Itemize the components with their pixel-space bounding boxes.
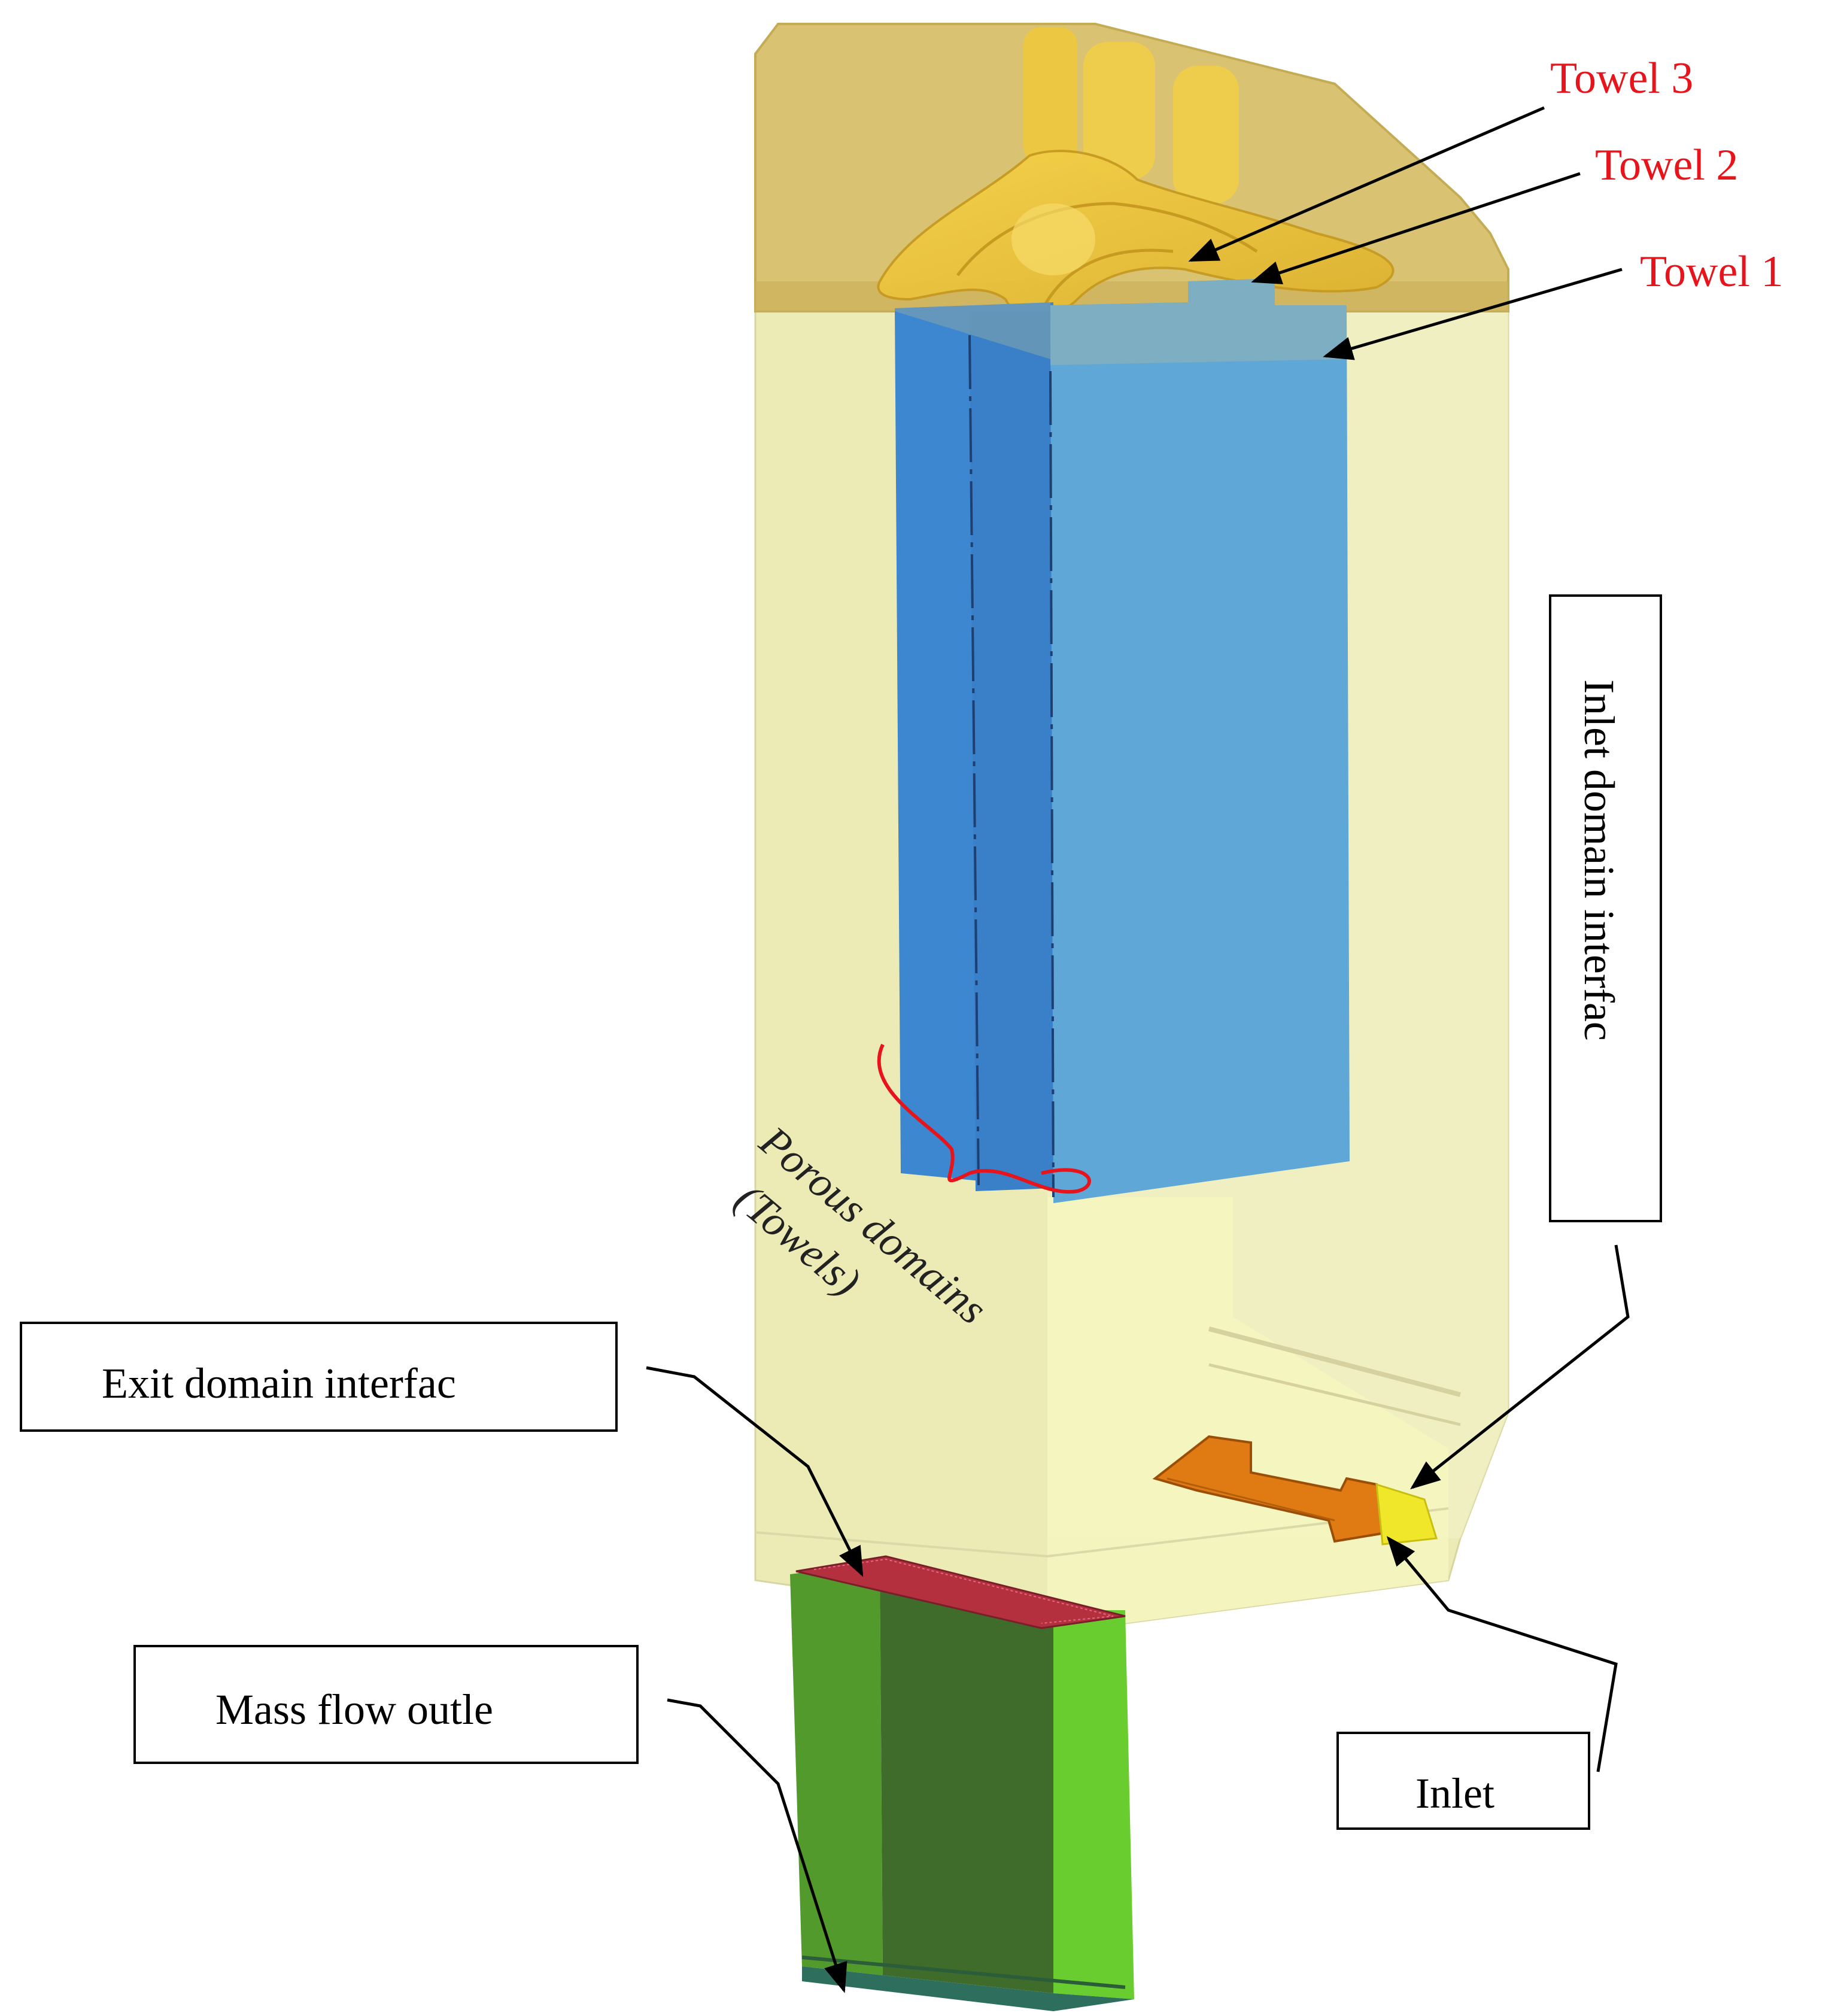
inlet-label: Inlet [1415, 1769, 1494, 1817]
towel3-arrow [1188, 106, 1545, 262]
leader-arrows [646, 106, 1630, 1993]
towel1-arrow [1323, 268, 1623, 360]
towel3-label: Towel 3 [1550, 54, 1693, 103]
towel1-label: Towel 1 [1640, 247, 1783, 296]
porous-domains [877, 278, 1350, 1203]
towel2-label: Towel 2 [1595, 141, 1738, 190]
inlet-interface-arrow [1410, 1244, 1630, 1490]
exit-interface-box [20, 1322, 618, 1432]
inlet-interface-label: Inlet domain interfac [1575, 679, 1623, 1041]
towel2-arrow [1251, 172, 1581, 284]
outlet-arrow [667, 1698, 847, 1993]
exit-interface-label: Exit domain interfac [102, 1359, 456, 1407]
inlet-arrow [1386, 1536, 1618, 1772]
mass-flow-outlet-label: Mass flow outle [215, 1686, 493, 1733]
inlet-mesh [1152, 1435, 1438, 1546]
outlet-box-label-frame [133, 1645, 639, 1764]
exit-interface-arrow [646, 1366, 864, 1577]
inlet-box [1336, 1732, 1590, 1830]
inlet-interface-box [1549, 594, 1662, 1222]
outlet-box [790, 1562, 1134, 2011]
